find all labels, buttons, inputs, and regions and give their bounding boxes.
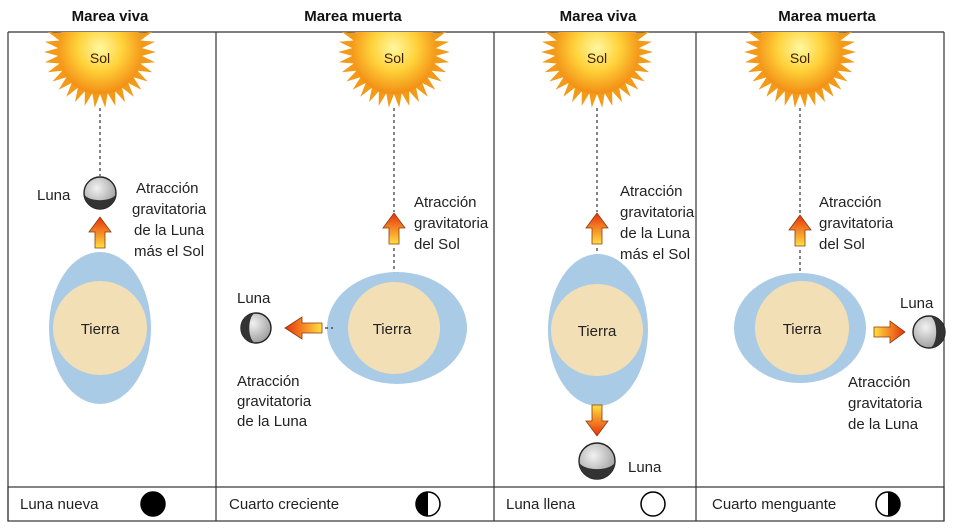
- earth-label: Tierra: [81, 321, 120, 338]
- sun-attraction-line-2: gravitatoria: [819, 215, 894, 232]
- moon-icon: [83, 176, 117, 210]
- earth-label: Tierra: [373, 321, 412, 338]
- moon-label: Luna: [628, 459, 662, 476]
- sun-label: Sol: [790, 50, 810, 66]
- earth: [548, 254, 648, 406]
- moon-attraction-line-1: Atracción: [237, 373, 300, 390]
- attraction-arrow-up: [88, 216, 112, 249]
- panel-1-title: Marea viva: [72, 8, 149, 25]
- sun-attraction-line-3: del Sol: [819, 236, 865, 253]
- panel-2-title: Marea muerta: [304, 8, 402, 25]
- moon-attraction-line-2: gravitatoria: [237, 393, 312, 410]
- sun-label: Sol: [90, 50, 110, 66]
- sun-icon: [44, 32, 156, 108]
- first-quarter-moon-icon: [415, 491, 441, 517]
- full-moon-icon: [640, 491, 666, 517]
- sun-icon: [541, 32, 653, 108]
- moon-attraction-line-2: gravitatoria: [848, 395, 923, 412]
- sun-attraction-line-2: gravitatoria: [414, 215, 489, 232]
- attraction-label-line-1: Atracción: [136, 180, 199, 197]
- attraction-label-line-4: más el Sol: [620, 246, 690, 263]
- attraction-arrow-up: [585, 212, 609, 245]
- earth: [734, 273, 866, 383]
- moon-icon: [240, 312, 272, 344]
- attraction-label-line-1: Atracción: [620, 183, 683, 200]
- sun-attraction-arrow-up: [788, 214, 812, 247]
- phase-label-4: Cuarto menguante: [712, 496, 836, 513]
- panel-4: Sol Tierra Luna Atracción gravitatoria d…: [734, 32, 946, 433]
- moon-label: Luna: [37, 187, 71, 204]
- panel-4-title: Marea muerta: [778, 8, 876, 25]
- moon-label: Luna: [237, 290, 271, 307]
- earth: [49, 252, 151, 404]
- earth: [327, 272, 467, 384]
- attraction-label-line-4: más el Sol: [134, 243, 204, 260]
- attraction-label-line-3: de la Luna: [620, 225, 691, 242]
- moon-attraction-arrow-down: [585, 404, 609, 437]
- sun-attraction-arrow-up: [382, 212, 406, 245]
- sun-label: Sol: [587, 50, 607, 66]
- moon-icon: [578, 442, 616, 480]
- attraction-label-line-2: gravitatoria: [132, 201, 207, 218]
- phase-label-3: Luna llena: [506, 496, 576, 513]
- phase-label-2: Cuarto creciente: [229, 496, 339, 513]
- moon-attraction-arrow-left: [284, 316, 323, 340]
- sun-icon: [338, 32, 450, 108]
- moon-attraction-line-3: de la Luna: [848, 416, 919, 433]
- panel-1: Sol Luna Tierra Atracción gravitatoria d…: [37, 32, 207, 404]
- panel-3-title: Marea viva: [560, 8, 637, 25]
- sun-label: Sol: [384, 50, 404, 66]
- phase-label-1: Luna nueva: [20, 496, 99, 513]
- phase-row: Luna nueva Cuarto creciente Luna llena C…: [20, 491, 901, 517]
- attraction-label-line-3: de la Luna: [134, 222, 205, 239]
- earth-label: Tierra: [783, 321, 822, 338]
- sun-icon: [744, 32, 856, 108]
- sun-attraction-line-3: del Sol: [414, 236, 460, 253]
- sun-attraction-line-1: Atracción: [414, 194, 477, 211]
- earth-label: Tierra: [578, 323, 617, 340]
- moon-attraction-line-1: Atracción: [848, 374, 911, 391]
- new-moon-icon: [140, 491, 166, 517]
- moon-attraction-line-3: de la Luna: [237, 413, 308, 430]
- panel-2: Sol Tierra Luna Atracción gravitatoria d…: [237, 32, 489, 430]
- last-quarter-moon-icon: [875, 491, 901, 517]
- moon-icon: [912, 315, 946, 349]
- moon-attraction-arrow-right: [873, 320, 906, 344]
- panel-3: Sol Tierra Luna Atracción gravitatoria d…: [541, 32, 695, 480]
- attraction-label-line-2: gravitatoria: [620, 204, 695, 221]
- sun-attraction-line-1: Atracción: [819, 194, 882, 211]
- moon-label: Luna: [900, 295, 934, 312]
